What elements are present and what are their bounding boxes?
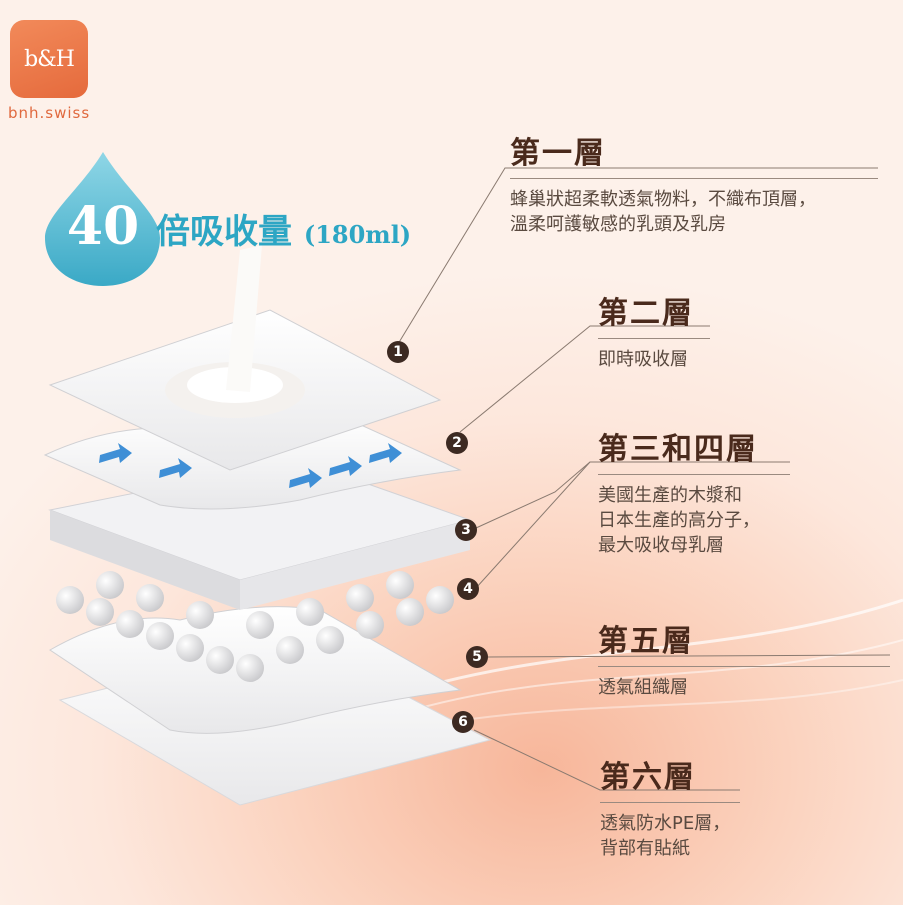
layer-3-4-info: 第三和四層 美國生產的木漿和 日本生產的高分子， 最大吸收母乳層 [598,424,790,558]
layer-1-title: 第一層 [510,136,606,171]
headline: 倍吸收量 (180ml) [156,204,411,253]
layer-5-title: 第五層 [598,624,694,659]
layer-5-desc: 透氣組織層 [598,675,890,700]
layer-3-4-desc-line2: 日本生產的高分子， [598,510,760,531]
ball-layer [56,571,454,682]
flow-arrows [99,443,402,488]
layer-3-4-divider [598,474,790,475]
logo-text: b&H [24,46,75,72]
layer-3-4-desc-line3: 最大吸收母乳層 [598,535,724,556]
layer-1-desc-line1: 蜂巢狀超柔軟透氣物料，不織布頂層， [510,189,816,210]
layer-1-divider [510,178,878,179]
layer-5-divider [598,666,890,667]
layer-badge-6: 6 [452,711,474,733]
layer-2-desc-line1: 即時吸收層 [598,349,688,370]
layer-3-4-desc-line1: 美國生產的木漿和 [598,485,742,506]
layer-badge-1: 1 [387,341,409,363]
layer-5-info: 第五層 透氣組織層 [598,616,890,700]
water-drop-icon [45,152,160,286]
layer-1-desc-line2: 溫柔呵護敏感的乳頭及乳房 [510,214,726,235]
layer-6-desc-line1: 透氣防水PE層， [600,813,731,834]
layer-badge-2: 2 [446,432,468,454]
layer-3-4-title: 第三和四層 [598,432,758,467]
layer-2-divider [598,338,710,339]
layer-badge-4: 4 [457,578,479,600]
layer-6-desc-line2: 背部有貼紙 [600,838,690,859]
absorption-multiplier: 40 [66,196,140,257]
headline-text: 倍吸收量 [156,212,292,252]
layer-1-desc: 蜂巢狀超柔軟透氣物料，不織布頂層， 溫柔呵護敏感的乳頭及乳房 [510,187,878,237]
layer-1-info: 第一層 蜂巢狀超柔軟透氣物料，不織布頂層， 溫柔呵護敏感的乳頭及乳房 [510,128,878,237]
layer-6-divider [600,802,740,803]
brand-site: bnh.swiss [8,104,91,122]
layer-badge-3: 3 [455,519,477,541]
layer-badge-5: 5 [466,646,488,668]
headline-capacity: (180ml) [303,220,412,249]
layer-6-desc: 透氣防水PE層， 背部有貼紙 [600,811,740,861]
brand-logo: b&H [10,20,88,98]
layer-2-desc: 即時吸收層 [598,347,710,372]
layer-2-info: 第二層 即時吸收層 [598,288,710,372]
layer-5-desc-line1: 透氣組織層 [598,677,688,698]
layer-6-title: 第六層 [600,760,696,795]
layer-2-title: 第二層 [598,296,694,331]
layer-3-4-desc: 美國生產的木漿和 日本生產的高分子， 最大吸收母乳層 [598,483,790,558]
layer-6-info: 第六層 透氣防水PE層， 背部有貼紙 [600,752,740,861]
